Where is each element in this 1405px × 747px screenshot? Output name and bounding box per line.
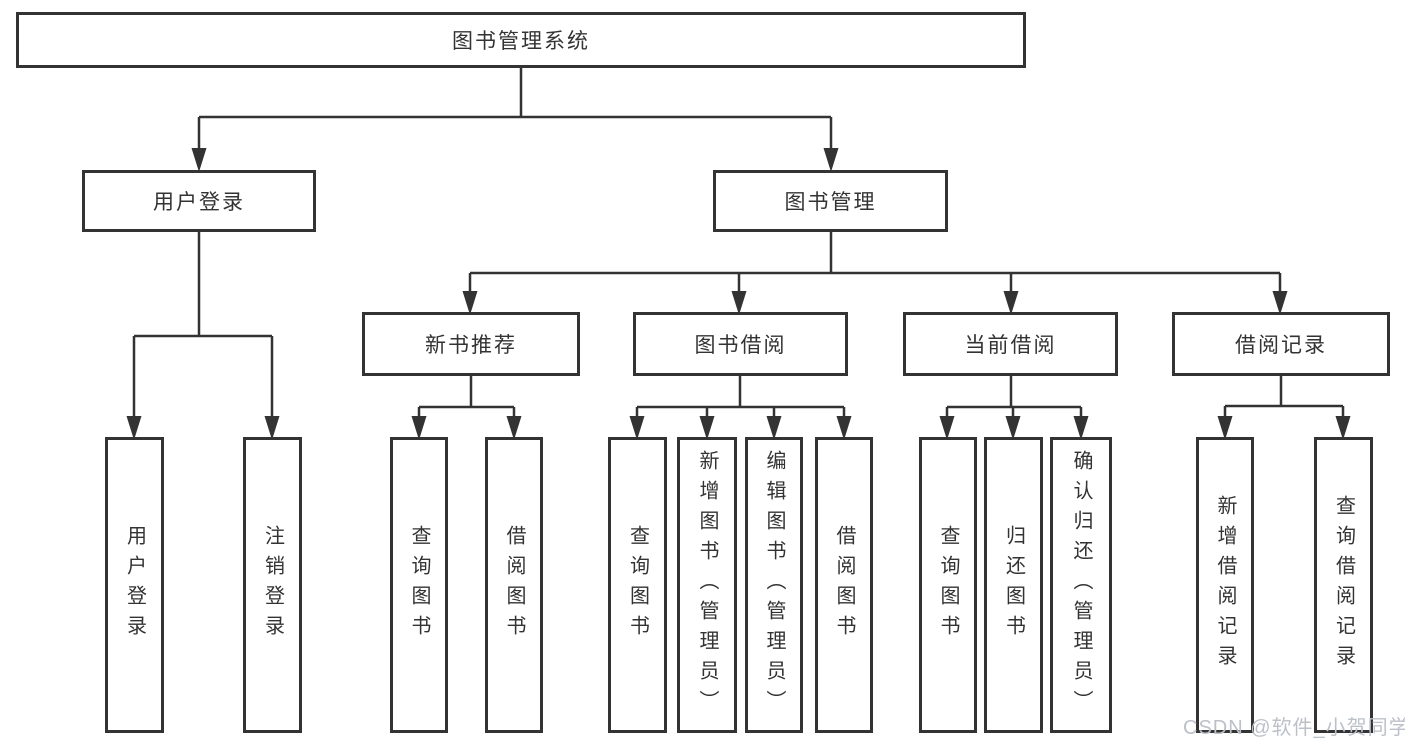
node-new-book-recommend: 新书推荐	[362, 312, 580, 376]
node-user-login: 用户登录	[82, 170, 316, 232]
node-book-management: 图书管理	[713, 170, 948, 232]
leaf-borrowing-edit-books-admin: 编辑图书（管理员）	[745, 437, 803, 733]
leaf-current-confirm-return-admin: 确认归还（管理员）	[1050, 437, 1112, 733]
leaf-records-query-borrow-record: 查询借阅记录	[1314, 437, 1373, 733]
leaf-newbook-query-books: 查询图书	[390, 437, 448, 733]
node-current-borrowing: 当前借阅	[903, 312, 1118, 376]
leaf-logout-login: 注销登录	[243, 437, 302, 733]
leaf-user-login: 用户登录	[105, 437, 164, 733]
leaf-borrowing-add-books-admin: 新增图书（管理员）	[677, 437, 737, 733]
node-borrowing-records: 借阅记录	[1172, 312, 1390, 376]
csdn-watermark: CSDN @软件_小贺同学	[1183, 717, 1405, 739]
leaf-records-add-borrow-record: 新增借阅记录	[1196, 437, 1254, 733]
leaf-borrowing-borrow-books: 借阅图书	[815, 437, 873, 733]
leaf-current-return-books: 归还图书	[984, 437, 1043, 733]
leaf-current-query-books: 查询图书	[919, 437, 977, 733]
leaf-newbook-borrow-books: 借阅图书	[485, 437, 543, 733]
node-library-management-system: 图书管理系统	[16, 12, 1026, 68]
node-book-borrowing: 图书借阅	[633, 312, 848, 376]
leaf-borrowing-query-books: 查询图书	[608, 437, 667, 733]
